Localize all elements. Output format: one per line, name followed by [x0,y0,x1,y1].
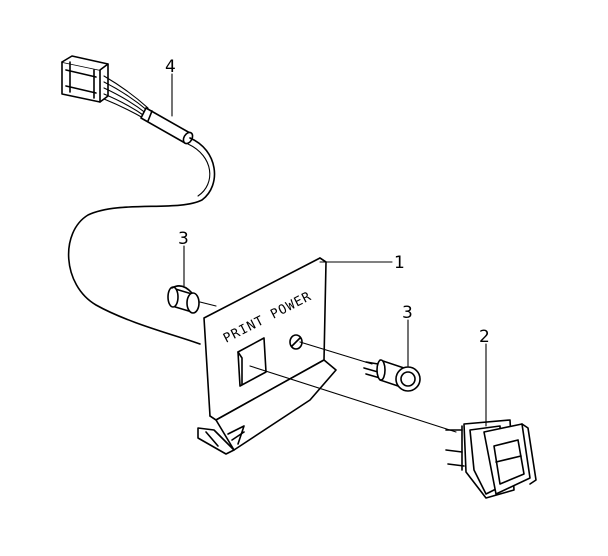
wire-harness [61,55,216,345]
callouts: 4 3 1 3 2 [165,57,490,347]
callout-3-right: 3 [402,303,413,323]
switch-cutout [237,337,267,387]
indicator-lamp [299,341,421,392]
lamp-cap [167,285,217,314]
callout-1: 1 [394,253,405,273]
callout-2: 2 [479,327,490,347]
harness-connector [61,55,109,103]
leader-lines [171,73,487,427]
switch-panel: PRINT POWER [197,257,337,455]
harness-sleeve [140,107,194,145]
callout-4: 4 [165,57,176,77]
rocker-switch [249,365,537,499]
callout-3-left: 3 [178,229,189,249]
